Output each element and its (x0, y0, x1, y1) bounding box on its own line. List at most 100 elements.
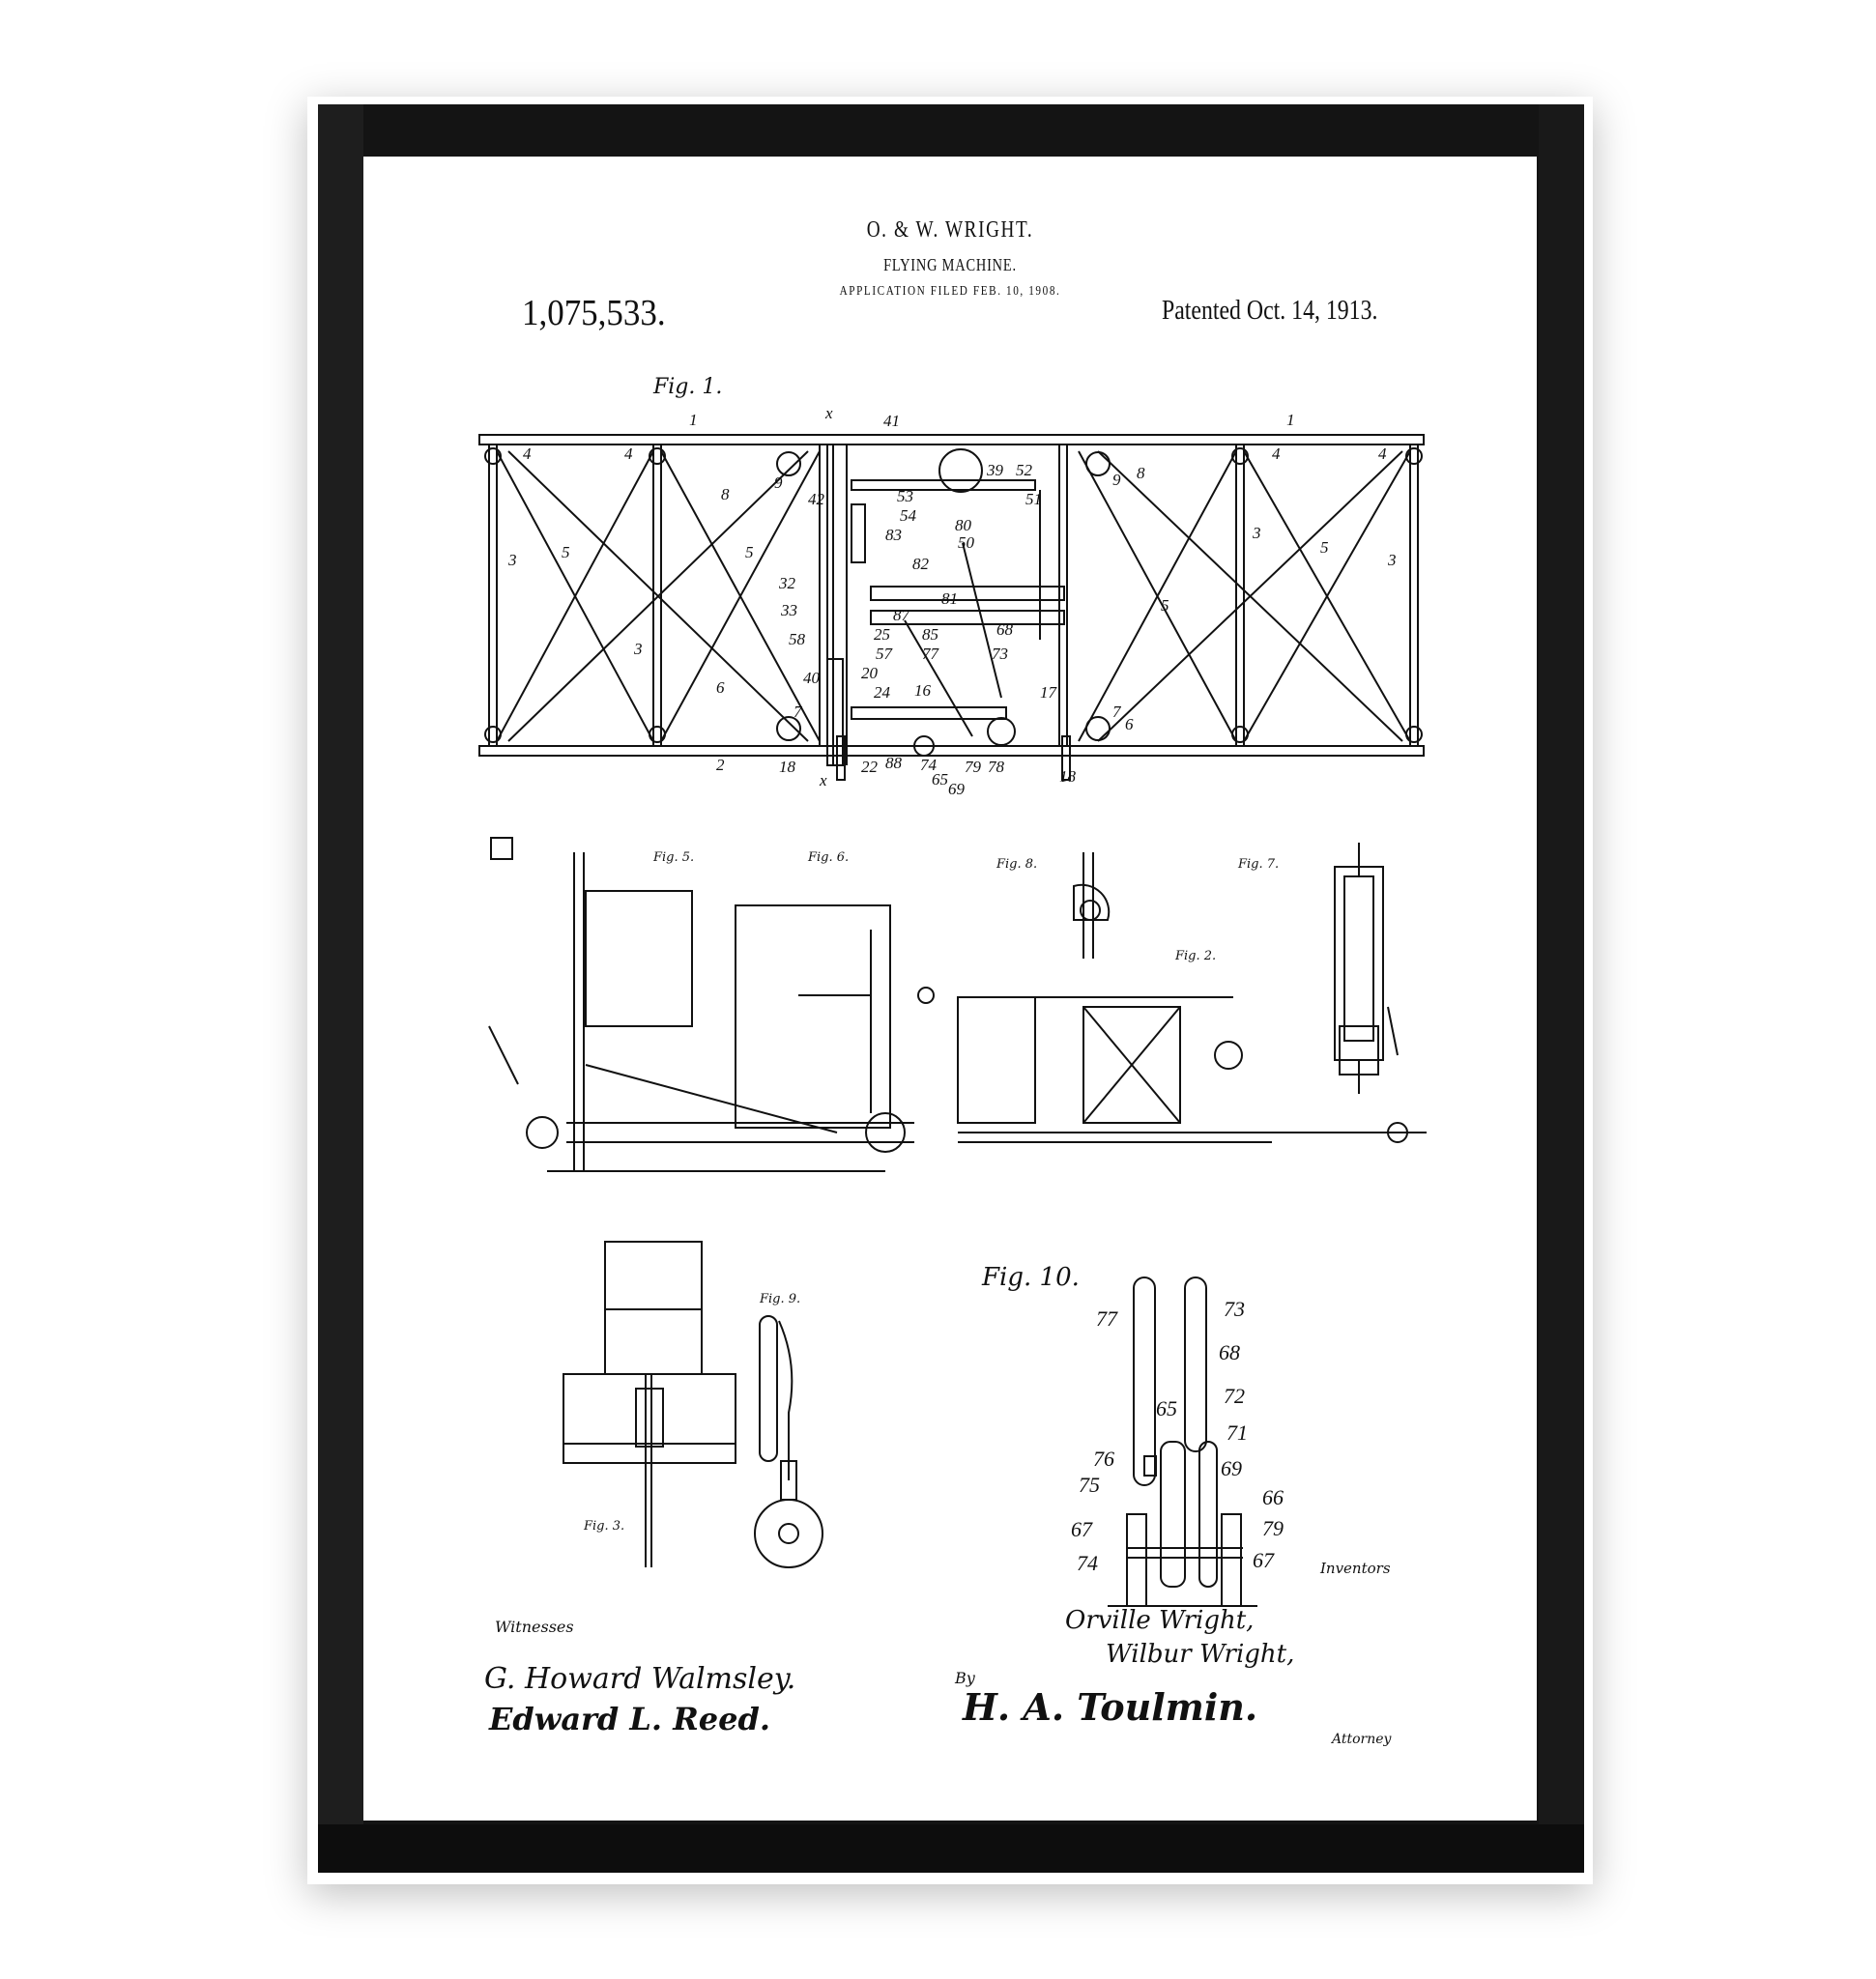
fig1-drawing (478, 434, 1425, 781)
ref-numeral: 5 (1161, 596, 1169, 615)
ref-numeral: 77 (1096, 1306, 1117, 1331)
ref-numeral: 5 (562, 543, 570, 561)
patent-title: FLYING MACHINE. (883, 255, 1017, 274)
ref-numeral: 74 (1077, 1551, 1098, 1575)
ref-numeral: 67 (1253, 1548, 1274, 1572)
ref-numeral: 67 (1071, 1517, 1092, 1541)
ref-numeral: 33 (781, 601, 797, 619)
ref-numeral: 25 (874, 625, 890, 644)
ref-numeral: 66 (1262, 1485, 1284, 1509)
ref-numeral: 32 (779, 574, 795, 592)
ref-numeral: 1 (689, 411, 698, 429)
application-filed: APPLICATION FILED FEB. 10, 1908. (839, 284, 1061, 299)
fig10-drawing (1108, 1276, 1257, 1607)
ref-numeral: 87 (893, 606, 909, 624)
patent-inventors-heading: O. & W. WRIGHT. (866, 217, 1034, 243)
ref-numeral: 9 (774, 473, 783, 492)
ref-numeral: 8 (721, 485, 730, 503)
witness-signature-walmsley: G. Howard Walmsley. (484, 1662, 796, 1696)
ref-numeral: 73 (992, 645, 1008, 663)
fig5-label: Fig. 5. (653, 850, 695, 865)
patent-number: 1,075,533. (522, 293, 666, 333)
fig7-label: Fig. 7. (1238, 857, 1280, 872)
fig6-drawing (735, 904, 935, 1129)
ref-numeral: 18 (779, 758, 795, 776)
fig2-drawing (957, 996, 1427, 1143)
by-label: By (955, 1669, 975, 1687)
ref-numeral: 80 (955, 516, 971, 534)
ref-numeral: 74 (920, 756, 937, 774)
witnesses-label: Witnesses (495, 1618, 574, 1636)
ref-numeral: 85 (922, 625, 938, 644)
ref-numeral: x (820, 771, 827, 789)
ref-numeral: 71 (1227, 1420, 1248, 1445)
fig3-drawing (563, 1241, 736, 1567)
ref-numeral: 39 (987, 461, 1003, 479)
ref-numeral: 58 (789, 630, 805, 648)
ref-numeral: 22 (861, 758, 878, 776)
fig5-drawing (488, 837, 914, 1172)
fig3-label: Fig. 3. (584, 1519, 625, 1534)
ref-numeral: 79 (965, 758, 981, 776)
ref-numeral: 18 (1059, 767, 1076, 786)
ref-numeral: 50 (958, 533, 974, 552)
ref-numeral: 68 (1219, 1340, 1240, 1364)
ref-numeral: 72 (1224, 1384, 1245, 1408)
ref-numeral: 57 (876, 645, 892, 663)
ref-numeral: 16 (914, 681, 931, 700)
fig9-label: Fig. 9. (760, 1292, 801, 1306)
ref-numeral: 6 (1125, 715, 1134, 733)
ref-numeral: 77 (922, 645, 938, 663)
ref-numeral: 4 (1272, 445, 1281, 463)
frame-bevel-right (1539, 104, 1584, 1873)
inventor-signature-orville: Orville Wright, (1065, 1606, 1255, 1635)
ref-numeral: 69 (1221, 1456, 1242, 1480)
ref-numeral: 24 (874, 683, 890, 702)
ref-numeral: x (825, 404, 833, 422)
ref-numeral: 1 (1286, 411, 1295, 429)
ref-numeral: 73 (1224, 1297, 1245, 1321)
fig2-label: Fig. 2. (1175, 949, 1217, 963)
ref-numeral: 65 (1156, 1396, 1177, 1420)
ref-numeral: 6 (716, 678, 725, 697)
ref-numeral: 75 (1079, 1473, 1100, 1497)
ref-numeral: 68 (996, 620, 1013, 639)
ref-numeral: 4 (1378, 445, 1387, 463)
ref-numeral: 7 (1112, 703, 1121, 721)
inventors-label: Inventors (1320, 1560, 1391, 1577)
ref-numeral: 8 (1137, 464, 1145, 482)
ref-numeral: 20 (861, 664, 878, 682)
fig9-drawing (754, 1315, 823, 1568)
ref-numeral: 2 (716, 756, 725, 774)
ref-numeral: 76 (1093, 1447, 1114, 1471)
ref-numeral: 51 (1025, 490, 1042, 508)
fig6-label: Fig. 6. (808, 850, 850, 865)
ref-numeral: 5 (745, 543, 754, 561)
ref-numeral: 3 (1388, 551, 1397, 569)
ref-numeral: 78 (988, 758, 1004, 776)
fig7-drawing (1334, 843, 1399, 1094)
fig1-label: Fig. 1. (653, 375, 723, 399)
ref-numeral: 83 (885, 526, 902, 544)
ref-numeral: 54 (900, 506, 916, 525)
witness-signature-reed: Edward L. Reed. (489, 1701, 771, 1737)
ref-numeral: 5 (1320, 538, 1329, 557)
ref-numeral: 88 (885, 754, 902, 772)
attorney-signature-toulmin: H. A. Toulmin. (963, 1685, 1258, 1729)
frame-bevel-bottom (318, 1824, 1584, 1873)
ref-numeral: 53 (897, 487, 913, 505)
ref-numeral: 4 (523, 445, 532, 463)
ref-numeral: 52 (1016, 461, 1032, 479)
ref-numeral: 42 (808, 490, 824, 508)
ref-numeral: 82 (912, 555, 929, 573)
ref-numeral: 81 (941, 589, 958, 608)
fig10-label: Fig. 10. (982, 1263, 1080, 1292)
ref-numeral: 69 (948, 780, 965, 798)
ref-numeral: 3 (1253, 524, 1261, 542)
fig8-drawing (1073, 852, 1111, 959)
ref-numeral: 40 (803, 669, 820, 687)
ref-numeral: 4 (624, 445, 633, 463)
ref-numeral: 17 (1040, 683, 1056, 702)
frame-bevel-left (318, 104, 363, 1873)
ref-numeral: 3 (508, 551, 517, 569)
